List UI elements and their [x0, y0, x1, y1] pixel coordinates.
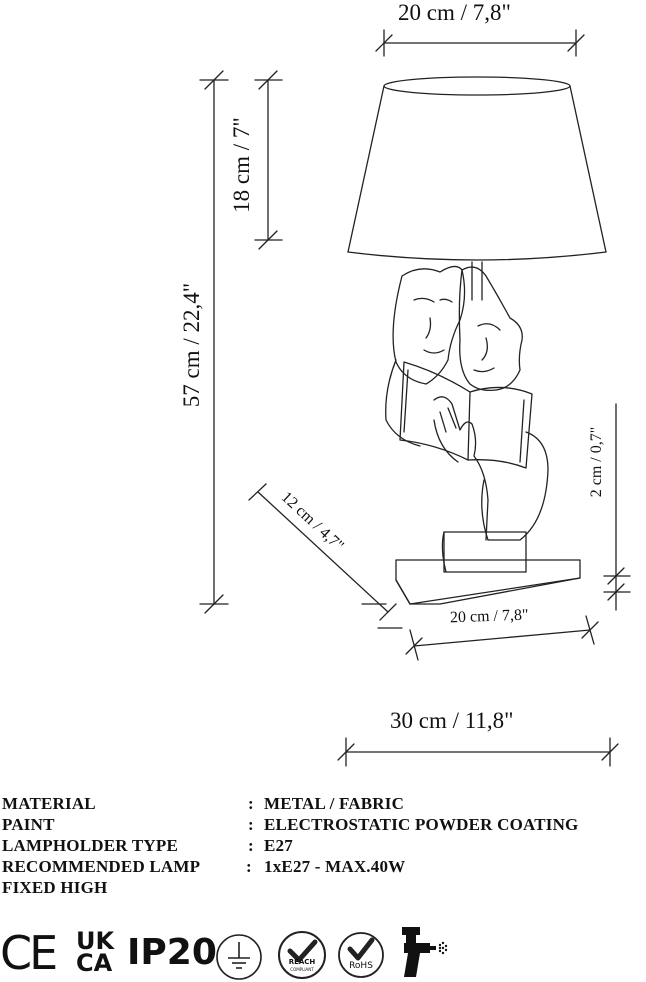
- spec-label: RECOMMENDED LAMP: [2, 857, 201, 876]
- overall-width-label: 30 cm / 11,8": [390, 708, 514, 733]
- dimension-line-shade-top: [375, 29, 585, 57]
- spec-value: 1xE27 - MAX.40W: [264, 857, 406, 876]
- spec-list: MATERIAL : METAL / FABRIC PAINT : ELECTR…: [2, 793, 646, 898]
- earth-ground-icon: [216, 934, 262, 980]
- lamp-shade: [347, 76, 607, 261]
- dimension-line-base-depth: [248, 483, 403, 629]
- reach-sublabel: COMPLIANT: [290, 967, 314, 972]
- spec-label: PAINT: [2, 815, 55, 834]
- lamp-technical-drawing: [199, 29, 631, 767]
- shade-height-label: 18 cm / 7": [229, 117, 254, 213]
- dimension-line-total-height: [199, 70, 229, 614]
- spec-colon: :: [248, 836, 254, 855]
- spray-gun-icon: [402, 927, 448, 977]
- spec-row-material: MATERIAL : METAL / FABRIC: [2, 793, 646, 814]
- spec-row-recommended-lamp: RECOMMENDED LAMP : 1xE27 - MAX.40W: [2, 856, 646, 877]
- spec-label: LAMPHOLDER TYPE: [2, 836, 179, 855]
- reach-label: REACH: [288, 958, 316, 966]
- lamp-stem: [471, 261, 483, 301]
- base-height-label: 2 cm / 0,7": [588, 426, 605, 498]
- spec-colon: :: [248, 815, 254, 834]
- certification-marks: CE UK CA IP20 REACH COMPLIANT RoHS: [0, 925, 646, 981]
- spec-value: E27: [264, 836, 293, 855]
- ip-rating-badge: IP20: [127, 932, 217, 973]
- spec-row-paint: PAINT : ELECTROSTATIC POWDER COATING: [2, 814, 646, 835]
- rohs-check-icon: RoHS: [336, 929, 386, 981]
- dimension-line-base-height: [603, 403, 631, 611]
- spec-colon: :: [248, 794, 254, 813]
- total-height-label: 57 cm / 22,4": [179, 282, 204, 408]
- ce-mark-icon: CE: [0, 926, 58, 980]
- reach-check-icon: REACH COMPLIANT: [276, 929, 328, 981]
- dimension-line-base-width: [405, 615, 599, 661]
- shade-top-width-label: 20 cm / 7,8": [398, 0, 511, 25]
- dimension-line-overall-width: [337, 737, 619, 767]
- ukca-mark-icon: UK CA: [76, 927, 115, 977]
- rohs-label: RoHS: [349, 961, 373, 971]
- spec-value: ELECTROSTATIC POWDER COATING: [264, 815, 579, 834]
- spec-colon: :: [246, 857, 252, 876]
- lamp-base: [395, 559, 581, 605]
- spec-row-lampholder: LAMPHOLDER TYPE : E27: [2, 835, 646, 856]
- face-sculpture: [385, 265, 549, 573]
- dimension-line-shade-height: [254, 70, 283, 250]
- spec-label: FIXED HIGH: [2, 878, 108, 897]
- spec-row-fixed-high: FIXED HIGH: [2, 877, 646, 898]
- spec-label: MATERIAL: [2, 794, 96, 813]
- base-width-label: 20 cm / 7,8": [449, 606, 529, 627]
- spec-value: METAL / FABRIC: [264, 794, 405, 813]
